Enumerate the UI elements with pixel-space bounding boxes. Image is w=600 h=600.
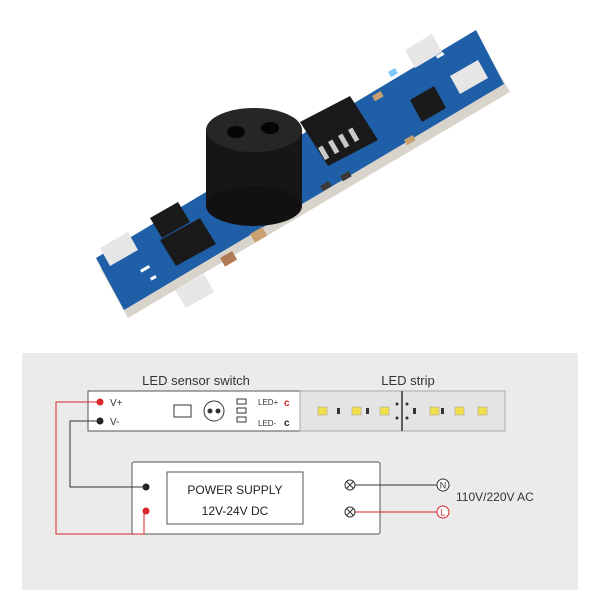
live-symbol — [436, 505, 450, 519]
strip-title: LED strip — [381, 373, 434, 388]
regulator-chip — [150, 202, 216, 266]
output-ledminus-label: LED- — [258, 419, 277, 428]
power-supply-voltage: 12V-24V DC — [202, 504, 269, 518]
pir-symbol — [203, 400, 225, 422]
chip-symbol — [173, 404, 192, 418]
wire-positive — [55, 401, 145, 535]
sensor-switch-box — [87, 390, 301, 432]
psu-ac-terminal-bottom — [344, 506, 356, 518]
terminal-vplus-label: V+ — [110, 398, 123, 409]
module-title: LED sensor switch — [142, 373, 250, 388]
live-symbol-label: L — [440, 508, 445, 518]
wire-negative — [69, 420, 146, 488]
neutral-symbol-label: N — [440, 481, 447, 491]
psu-ac-terminal-top — [344, 479, 356, 491]
ledplus-connector: c — [284, 398, 290, 409]
power-supply-label-box — [166, 471, 304, 525]
output-ledplus-label: LED+ — [258, 398, 279, 407]
product-photo — [96, 30, 510, 318]
smd-symbols — [236, 398, 247, 423]
sensor-board-illustration — [96, 30, 510, 318]
mains-voltage-label: 110V/220V AC — [456, 490, 534, 504]
smd-components — [220, 68, 416, 267]
pir-sensor — [206, 108, 302, 226]
ic-chip — [300, 96, 378, 166]
silkscreen — [140, 52, 445, 281]
terminal-vminus-label: V- — [110, 417, 119, 428]
neutral-symbol — [436, 478, 450, 492]
cut-marks — [395, 402, 409, 420]
transistor-right — [410, 86, 446, 122]
power-supply-title: POWER SUPPLY — [187, 483, 282, 497]
strip-leds — [317, 406, 488, 416]
wiring-diagram: LED sensor switch LED strip V+ V- LED+ L… — [55, 373, 534, 535]
wiring-diagram-panel: LED sensor switch LED strip V+ V- LED+ L… — [22, 353, 578, 590]
strip-resistors — [337, 408, 444, 414]
left-solder-pads — [100, 232, 214, 308]
right-solder-pads — [405, 34, 488, 94]
ledminus-connector: c — [284, 418, 290, 429]
